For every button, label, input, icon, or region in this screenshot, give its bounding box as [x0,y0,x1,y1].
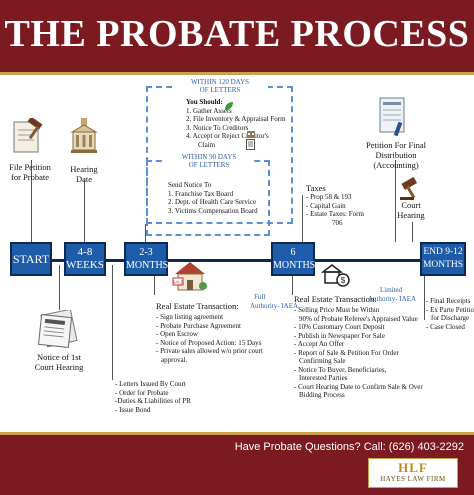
within-120-caption: WITHIN 120 DAYS OF LETTERS [172,78,268,94]
notice-hearing-label: Notice of 1st Court Hearing [34,352,84,372]
final-item: - Final Receipts [426,297,471,305]
connector-line [412,222,413,242]
re-full-authority: Authority- IAEA [250,302,299,310]
taxes-item: - Prop 58 & 193 [306,193,352,201]
within-120-item: 4. Accept or Reject Creditor's [186,132,269,140]
re-full-item: - Sign listing agreement [156,313,224,321]
re-limited-item: - Notice To Buyer, Beneficiaries, [294,365,387,374]
taxes-block: Taxes - Prop 58 & 193 - Capital Gain - E… [306,183,364,227]
taxes-item: 706 [332,218,343,227]
within-90-item: 2. Dept. of Health Care Service [168,198,257,206]
re-full-authority-top: Full [254,293,266,301]
re-limited-item: Bidding Process [299,391,345,399]
within-120-item: 3. Notice To Creditors [186,123,249,132]
re-limited-authority: Authority- IAEA [368,295,417,303]
header-divider [0,72,474,75]
final-item: - Ex Parte Petition [426,305,474,314]
connector-line [84,180,85,242]
newspaper-icon [38,310,78,348]
letters-item: - Issue Bond [115,405,151,414]
re-limited-item: Confirming Sale [299,357,346,365]
final-item: - Case Closed [426,322,465,331]
connector-line [395,160,396,242]
final-list: - Final Receipts - Ex Parte Petition for… [426,297,474,331]
re-limited-authority-top: Limited [380,286,403,294]
re-full-item: - Probate Purchase Agreement [156,321,241,330]
logo-mark: HLF [398,460,428,475]
taxes-item: - Estate Taxes: Form [306,210,364,218]
house-for-sale-icon: SALE [172,262,207,291]
svg-text:SALE: SALE [172,280,184,285]
header-banner [0,0,474,72]
re-full-item: - Private sales allowed w/o prior court [156,347,263,355]
connector-line [59,265,60,310]
re-limited-item: - Report of Sale & Petition For Order [294,348,399,357]
document-icon [246,139,255,150]
within-120-item: 2. File Inventory & Appraisal Form [186,115,286,123]
leaf-icon [225,102,233,110]
milestone-4-8-weeks: 4-8 WEEKS [64,242,106,276]
re-full-item: - Open Escrow [156,330,198,338]
page-title: THE PROBATE PROCESS [4,13,470,55]
re-limited-item: Interested Parties [299,374,348,382]
petition-document-icon [379,97,405,137]
letters-item: - Letters Issued By Court [115,380,186,388]
within-90-heading: Send Notice To [168,181,212,189]
within-90-content: Send Notice To 1. Franchise Tax Board 2.… [168,181,258,215]
gavel-icon [400,176,418,200]
within-90-item: 1. Franchise Tax Board [168,189,234,198]
file-petition-label: File Petition for Probate [9,162,51,182]
letters-item: -Duties & Liabilities of PR [115,397,191,405]
courthouse-icon [70,118,98,153]
within-120-item: 1. Gather Assets [186,106,232,115]
connector-line [145,224,146,242]
re-limited-item: 90% of Probate Referee's Appraised Value [299,314,418,323]
letters-item: - Order for Probate [115,388,169,397]
re-limited-item: - Accept An Offer [294,340,345,348]
footer-divider [0,432,474,435]
contact-text: Have Probate Questions? Call: (626) 403-… [234,441,464,453]
re-full-item: approval. [161,355,188,364]
connector-line [112,265,113,380]
re-full-block: Real Estate Transaction: Full Authority-… [156,293,298,364]
re-limited-block: Real Estate Transaction: Limited Authori… [294,286,423,400]
connector-line [424,265,425,320]
within-90-caption: WITHIN 90 DAYS OF LETTERS [164,153,254,169]
re-limited-heading: Real Estate Transaction: [294,294,377,304]
taxes-heading: Taxes [306,183,326,193]
milestone-2-3-months: 2-3 MONTHS [124,242,168,276]
court-hearing-label: Court Hearing [397,200,425,220]
logo-name: HAYES LAW FIRM [380,475,446,483]
within-90-item: 3. Victims Compensation Board [168,206,258,215]
within-120-item: Claim [198,140,216,149]
re-full-item: - Notice of Proposed Action: 15 Days [156,338,262,347]
gavel-document-icon [13,118,43,153]
re-limited-item: - Court Hearing Date to Confirm Sale & O… [294,382,423,391]
milestone-6-months: 6 MONTHS [271,242,315,276]
milestone-start: START [10,242,52,276]
connector-line [31,160,32,242]
taxes-item: - Capital Gain [306,201,346,210]
law-firm-logo: HLF HAYES LAW FIRM [368,458,458,488]
petition-final-label: Petition For Final Distribution (Account… [366,140,426,170]
connector-line [154,265,155,295]
hearing-date-label: Hearing Date [70,164,98,184]
milestone-end: END 9-12 MONTHS [420,242,466,276]
within-120-heading: You Should: [186,98,223,106]
connector-line [302,195,303,242]
building-icon [247,131,255,138]
timeline-bar [10,259,460,262]
re-limited-item: - 10% Customary Court Deposit [294,323,385,331]
connector-line [292,265,293,295]
within-120-content: You Should: 1. Gather Assets 2. File Inv… [186,98,286,149]
house-money-icon: $ [320,264,350,287]
final-item: for Discharge [431,314,470,322]
re-full-heading: Real Estate Transaction: [156,301,239,311]
re-limited-item: - Publish in Newspaper For Sale [294,331,385,340]
letters-list: - Letters Issued By Court - Order for Pr… [115,380,191,414]
svg-text:$: $ [341,276,346,285]
re-limited-item: - Selling Price Must be Within [294,306,380,314]
